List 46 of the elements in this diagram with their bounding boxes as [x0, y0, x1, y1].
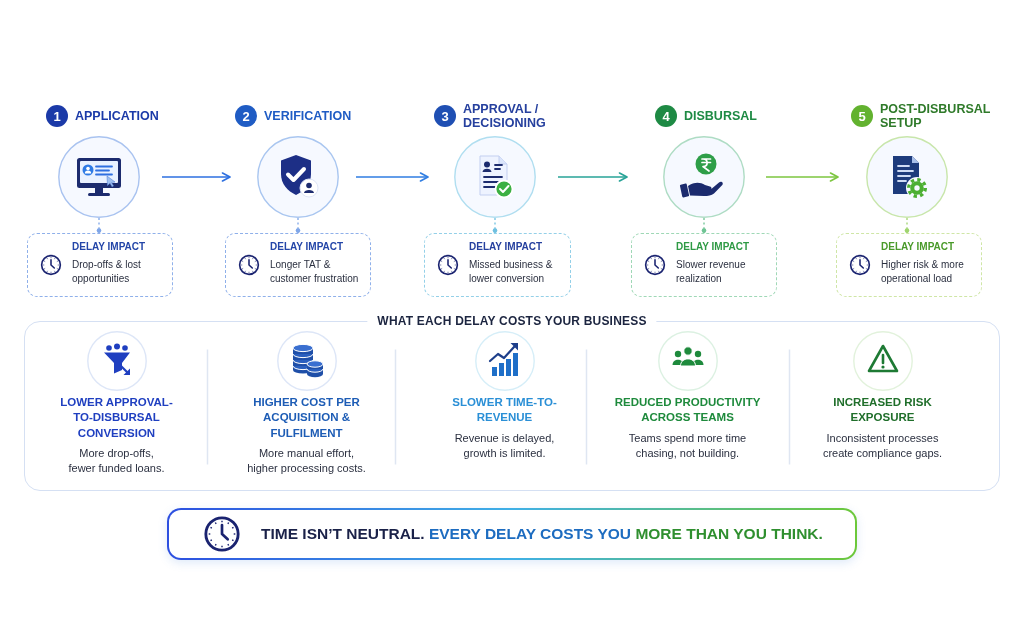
delay-impact-card	[836, 233, 982, 297]
summary-text: TIME ISN’T NEUTRAL. EVERY DELAY COSTS YOU MORE THAN YOU THINK.	[261, 524, 823, 544]
card-text: Higher risk & more operational load	[881, 258, 965, 286]
dotted-connector	[295, 217, 301, 234]
summary-banner	[167, 508, 857, 560]
dotted-connector	[96, 217, 102, 234]
arrow	[765, 172, 839, 182]
step-title: VERIFICATION	[264, 109, 352, 123]
impact-description: Inconsistent processes create compliance gaps.	[821, 430, 944, 461]
impact-heading: SLOWER TIME-TO-REVENUE	[451, 394, 558, 425]
step-title: DISBURSAL	[684, 109, 757, 123]
dotted-connector	[701, 217, 707, 234]
card-text: Longer TAT & customer frustration	[270, 258, 360, 286]
impact-heading: HIGHER COST PER ACQUISITION & FULFILMENT	[252, 394, 361, 441]
card-title: DELAY IMPACT	[72, 240, 147, 254]
step-title: APPLICATION	[75, 109, 159, 123]
step-number-badge: 5	[851, 105, 873, 127]
step-number-badge: 1	[46, 105, 68, 127]
arrow	[355, 172, 429, 182]
card-text: Slower revenue realization	[676, 258, 747, 286]
card-title: DELAY IMPACT	[270, 240, 345, 254]
impact-description: More manual effort, higher processing costs.	[246, 446, 367, 476]
arrow	[557, 172, 628, 182]
dotted-connector	[492, 217, 498, 234]
dotted-connector	[904, 217, 910, 234]
step-number-badge: 3	[434, 105, 456, 127]
impact-description: Teams spend more time chasing, not building.	[627, 430, 748, 461]
card-text: Drop-offs & lost opportunities	[72, 258, 142, 286]
impact-heading: LOWER APPROVAL-TO-DISBURSAL CONVERSION	[59, 394, 174, 441]
delay-impact-card	[27, 233, 173, 297]
delay-impact-card	[424, 233, 571, 297]
step-number-badge: 4	[655, 105, 677, 127]
step-number-badge: 2	[235, 105, 257, 127]
impact-description: More drop-offs, fewer funded loans.	[67, 446, 166, 476]
card-title: DELAY IMPACT	[469, 240, 544, 254]
impact-heading: REDUCED PRODUCTIVITY ACROSS TEAMS	[613, 394, 762, 425]
delay-impact-card	[225, 233, 371, 297]
impact-heading: INCREASED RISK EXPOSURE	[832, 394, 933, 425]
step-title: POST-DISBURSAL SETUP	[880, 102, 992, 130]
card-title: DELAY IMPACT	[881, 240, 956, 254]
card-title: DELAY IMPACT	[676, 240, 751, 254]
arrow	[161, 172, 231, 182]
delay-impact-card	[631, 233, 777, 297]
step-title: APPROVAL / DECISIONING	[463, 102, 547, 130]
card-text: Missed business & lower conversion	[469, 258, 554, 286]
impact-description: Revenue is delayed, growth is limited.	[453, 430, 556, 461]
